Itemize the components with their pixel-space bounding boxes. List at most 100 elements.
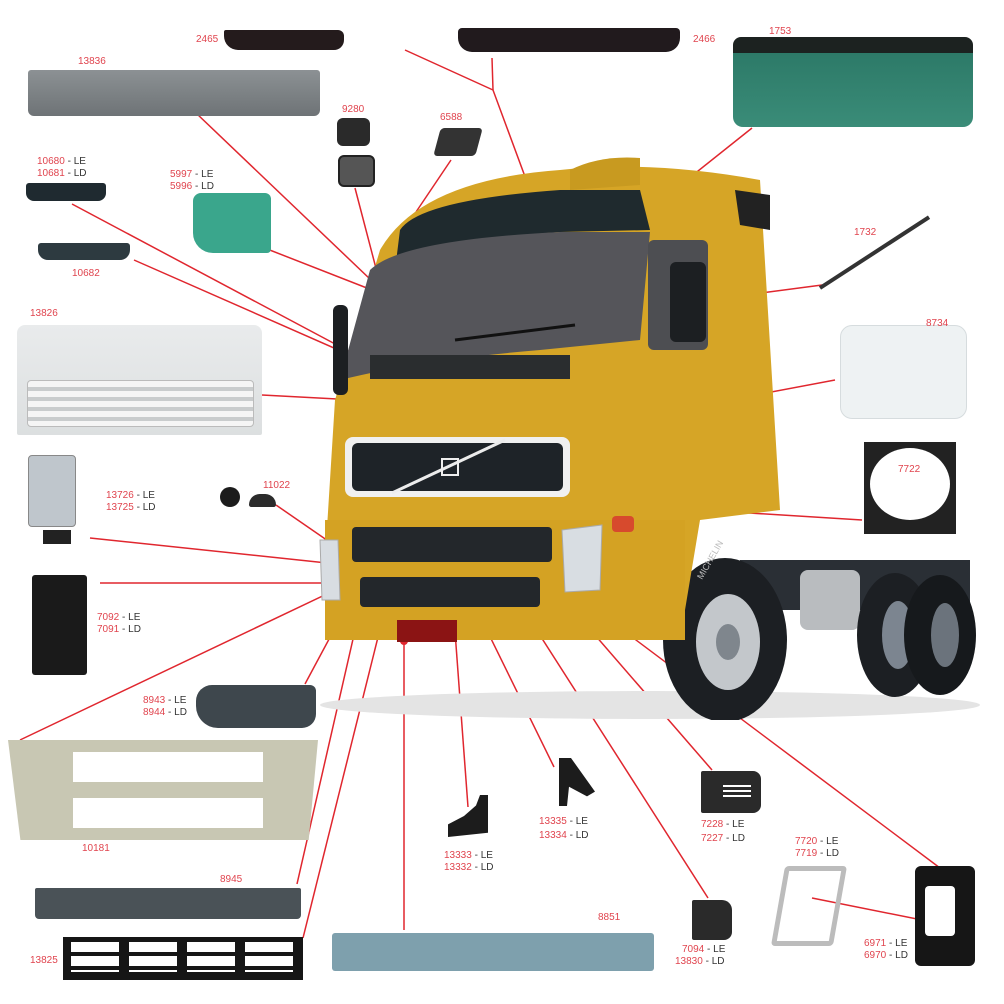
label-2465: 2465 [196, 34, 218, 46]
label-13825: 13825 [30, 955, 58, 967]
side-suffix: - LE [704, 944, 726, 955]
label-10680-10681: 10680 - LE 10681 - LD [37, 156, 86, 180]
label-8734: 8734 [926, 318, 948, 330]
part-6971-headlamp-housing[interactable] [915, 866, 975, 966]
part-number: 6970 [864, 950, 887, 961]
headlamp-mount [43, 530, 71, 544]
part-number: 9280 [342, 104, 365, 115]
part-number: 10681 [37, 168, 65, 179]
side-suffix: - LE [64, 156, 86, 167]
part-number: 8851 [598, 912, 621, 923]
part-number: 8943 [143, 695, 166, 706]
part-13335-bumper-bracket[interactable] [559, 758, 595, 806]
part-7228-fog-lamp-cover-vented[interactable] [701, 771, 761, 813]
part-7722-fan-shroud[interactable] [864, 442, 956, 534]
part-number: 7092 [97, 612, 120, 623]
part-11022-plug-cap-round[interactable] [220, 487, 240, 507]
part-number: 11022 [263, 480, 291, 491]
side-suffix: - LE [566, 816, 588, 827]
label-13826: 13826 [30, 308, 58, 320]
side-suffix: - LD [192, 181, 214, 192]
part-number: 6971 [864, 938, 887, 949]
part-9280-mirror-top[interactable] [337, 118, 370, 146]
bumper-frame-opening-bottom [73, 798, 263, 828]
side-suffix: - LE [133, 490, 155, 501]
part-number: 1732 [854, 227, 877, 238]
part-10682-grab-handle[interactable] [38, 243, 130, 260]
part-number: 7091 [97, 624, 120, 635]
part-10181-bumper-frame[interactable] [8, 740, 318, 840]
part-number: 7719 [795, 848, 818, 859]
label-1732: 1732 [854, 227, 876, 239]
part-number: 7722 [898, 464, 921, 475]
part-number: 13334 [539, 830, 567, 841]
part-number: 7228 [701, 819, 724, 830]
side-suffix: - LD [471, 862, 494, 873]
label-13335-13334: 13335 - LE 13334 - LD [539, 816, 588, 842]
label-7720-7719: 7720 - LE 7719 - LD [795, 836, 839, 860]
part-5997-side-glass[interactable] [193, 193, 271, 253]
truck-illustration: MICHELIN [319, 157, 980, 720]
side-suffix: - LE [192, 169, 214, 180]
part-7092-headlamp-bracket[interactable] [32, 575, 87, 675]
side-suffix: - LD [817, 848, 839, 859]
part-11022-plug-cap-dome[interactable] [249, 494, 276, 507]
part-number: 8945 [220, 874, 243, 885]
part-number: 10682 [72, 268, 100, 279]
part-number: 13830 [675, 956, 703, 967]
side-suffix: - LD [64, 168, 87, 179]
label-7094-13830: 7094 - LE 13830 - LD [675, 944, 725, 968]
side-suffix: - LD [723, 833, 745, 844]
part-number: 7227 [701, 833, 724, 844]
part-number: 8734 [926, 318, 949, 329]
side-suffix: - LE [165, 695, 187, 706]
part-number: 2465 [196, 34, 219, 45]
part-1753-windshield[interactable] [733, 37, 973, 127]
part-number: 10680 [37, 156, 65, 167]
side-suffix: - LE [119, 612, 141, 623]
side-suffix: - LD [702, 956, 725, 967]
part-9280-mirror-bottom[interactable] [338, 155, 375, 187]
part-8734-expansion-tank[interactable] [840, 325, 967, 419]
part-13836-dashboard-cowl[interactable] [28, 70, 320, 116]
label-6971-6970: 6971 - LE 6970 - LD [864, 938, 908, 962]
part-number: 10181 [82, 843, 110, 854]
part-number: 13725 [106, 502, 134, 513]
part-number: 13825 [30, 955, 58, 966]
label-5997-5996: 5997 - LE 5996 - LD [170, 169, 214, 193]
part-2466-sun-visor[interactable] [458, 28, 680, 52]
part-7720-headlamp-trim-frame[interactable] [770, 866, 848, 946]
part-10680-step-handle[interactable] [26, 183, 106, 201]
part-number: 8944 [143, 707, 166, 718]
part-8851-bumper-skirt[interactable] [332, 933, 654, 971]
label-6588: 6588 [440, 112, 462, 124]
label-8945: 8945 [220, 874, 242, 886]
part-8943-bumper-end-cap[interactable] [196, 685, 316, 728]
label-8851: 8851 [598, 912, 620, 924]
label-11022: 11022 [263, 480, 290, 492]
part-number: 7094 [682, 944, 705, 955]
label-7092-7091: 7092 - LE 7091 - LD [97, 612, 141, 636]
housing-opening [925, 886, 955, 936]
part-8945-bumper-strip[interactable] [35, 888, 301, 919]
part-2465-sun-visor[interactable] [224, 30, 344, 50]
part-6588-marker-lamp[interactable] [433, 128, 483, 156]
label-13726-13725: 13726 - LE 13725 - LD [106, 490, 155, 514]
label-7722: 7722 [898, 464, 920, 476]
part-13726-headlamp[interactable] [28, 455, 76, 527]
part-number: 2466 [693, 34, 716, 45]
label-9280: 9280 [342, 104, 364, 116]
lower-grille-slots [71, 942, 295, 972]
part-number: 13335 [539, 816, 567, 827]
label-10181: 10181 [82, 843, 110, 855]
part-13333-bumper-bracket[interactable] [448, 795, 488, 837]
part-7094-fog-lamp-cover-blank[interactable] [692, 900, 732, 940]
part-13825-lower-grille[interactable] [63, 937, 303, 980]
part-number: 7720 [795, 836, 818, 847]
bumper-frame-opening-top [73, 752, 263, 782]
label-7228-7227: 7228 - LE 7227 - LD [701, 819, 745, 845]
part-13826-hood-grille-panel[interactable] [17, 325, 262, 435]
side-suffix: - LE [886, 938, 908, 949]
vent-slots [723, 785, 751, 799]
side-suffix: - LD [886, 950, 908, 961]
